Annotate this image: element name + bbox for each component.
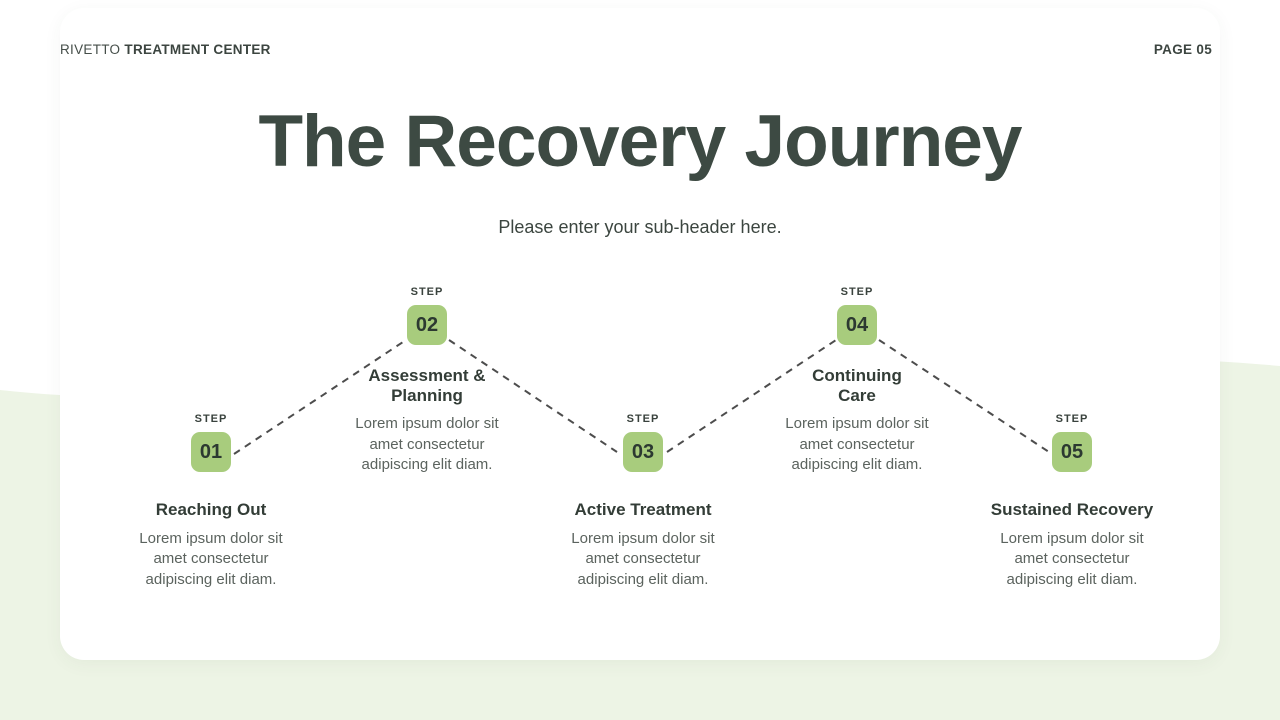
step-item-2: STEP 02 Assessment & Planning Lorem ipsu… (327, 286, 527, 476)
step-label: STEP (626, 413, 660, 425)
step-number-badge: 02 (407, 305, 447, 345)
step-item-5: STEP 05 Sustained Recovery Lorem ipsum d… (972, 413, 1172, 591)
slide-title: The Recovery Journey (258, 101, 1022, 182)
brand-name-bold: TREATMENT CENTER (124, 42, 271, 57)
step-title: Assessment & Planning (368, 366, 486, 405)
step-description: Lorem ipsum dolor sit amet consectetur a… (139, 529, 283, 588)
brand-name: RIVETTO (60, 42, 121, 57)
step-label: STEP (194, 413, 228, 425)
step-item-4: STEP 04 Continuing Care Lorem ipsum dolo… (757, 286, 957, 476)
header-bar: RIVETTO TREATMENT CENTER PAGE 05 (60, 42, 1212, 57)
step-title: Sustained Recovery (990, 500, 1154, 519)
step-number-badge: 05 (1052, 432, 1092, 472)
step-description: Lorem ipsum dolor sit amet consectetur a… (355, 415, 499, 474)
step-description: Lorem ipsum dolor sit amet consectetur a… (1000, 529, 1144, 588)
content-card (60, 8, 1220, 660)
step-number-badge: 03 (623, 432, 663, 472)
step-number-badge: 04 (837, 305, 877, 345)
brand-text: RIVETTO TREATMENT CENTER (60, 42, 271, 57)
step-title: Continuing Care (812, 366, 902, 405)
step-item-1: STEP 01 Reaching Out Lorem ipsum dolor s… (111, 413, 311, 591)
step-label: STEP (1055, 413, 1089, 425)
step-label: STEP (840, 286, 874, 298)
page-number-label: PAGE 05 (1153, 42, 1212, 57)
step-description: Lorem ipsum dolor sit amet consectetur a… (785, 415, 929, 474)
step-number-badge: 01 (191, 432, 231, 472)
step-label: STEP (410, 286, 444, 298)
step-item-3: STEP 03 Active Treatment Lorem ipsum dol… (543, 413, 743, 591)
step-title: Active Treatment (574, 500, 712, 519)
step-description: Lorem ipsum dolor sit amet consectetur a… (571, 529, 715, 588)
step-title: Reaching Out (155, 500, 267, 519)
slide-subtitle: Please enter your sub-header here. (498, 217, 782, 237)
